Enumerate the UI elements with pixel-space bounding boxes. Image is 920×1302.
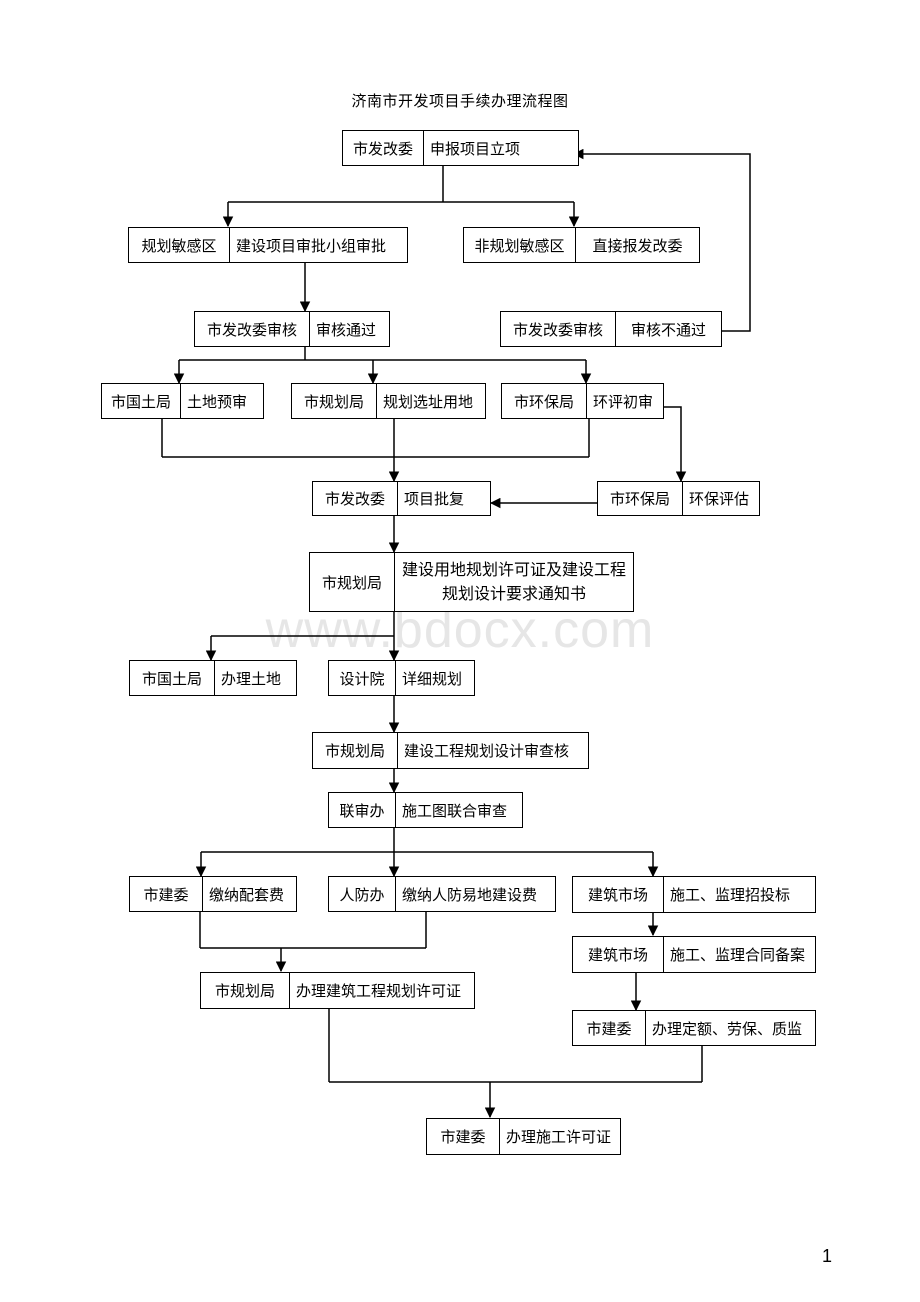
node-env-assessment: 市环保局 环保评估 bbox=[597, 481, 760, 516]
node-bidding: 建筑市场 施工、监理招投标 bbox=[572, 876, 816, 913]
node-org: 市发改委审核 bbox=[195, 312, 310, 346]
node-action: 环保评估 bbox=[689, 490, 750, 508]
node-org: 建筑市场 bbox=[573, 877, 664, 912]
node-action: 办理建筑工程规划许可证 bbox=[296, 982, 462, 1000]
connector-feedback bbox=[572, 148, 751, 332]
node-org: 市建委 bbox=[573, 1011, 646, 1045]
node-org: 规划敏感区 bbox=[129, 228, 230, 262]
node-action: 详细规划 bbox=[402, 669, 463, 688]
node-planning-sensitive: 规划敏感区 建设项目审批小组审批 bbox=[128, 227, 408, 263]
node-org: 市环保局 bbox=[598, 482, 683, 515]
page-title: 济南市开发项目手续办理流程图 bbox=[351, 92, 569, 110]
node-org: 市规划局 bbox=[313, 733, 398, 768]
node-detailed-planning: 设计院 详细规划 bbox=[328, 660, 475, 696]
node-action: 申报项目立项 bbox=[430, 139, 521, 158]
node-construction-permit: 市建委 办理施工许可证 bbox=[426, 1118, 621, 1155]
node-org: 市建委 bbox=[427, 1119, 500, 1154]
node-org: 设计院 bbox=[329, 661, 396, 695]
node-civil-defense-fee: 人防办 缴纳人防易地建设费 bbox=[328, 876, 556, 912]
page-number: 1 bbox=[821, 1246, 832, 1266]
node-action: 建设用地规划许可证及建设工程规划设计要求通知书 bbox=[401, 560, 626, 603]
node-site-selection: 市规划局 规划选址用地 bbox=[291, 383, 486, 419]
node-org: 市规划局 bbox=[201, 973, 290, 1008]
node-org: 市发改委审核 bbox=[501, 312, 616, 346]
node-action: 缴纳配套费 bbox=[209, 885, 285, 904]
node-org: 市环保局 bbox=[502, 384, 587, 418]
node-action: 施工、监理合同备案 bbox=[670, 946, 806, 964]
node-action: 施工图联合审查 bbox=[402, 801, 508, 820]
node-org: 市发改委 bbox=[313, 482, 398, 515]
node-org: 市发改委 bbox=[343, 131, 424, 165]
node-org: 市规划局 bbox=[292, 384, 377, 418]
node-org: 市国土局 bbox=[130, 661, 215, 695]
node-design-review: 市规划局 建设工程规划设计审查核 bbox=[312, 732, 589, 769]
node-action: 办理土地 bbox=[221, 669, 282, 688]
node-org: 市国土局 bbox=[102, 384, 181, 418]
node-action: 缴纳人防易地建设费 bbox=[402, 885, 538, 904]
node-action: 审核通过 bbox=[316, 320, 377, 339]
node-org: 建筑市场 bbox=[573, 937, 664, 972]
node-land-use-permit: 市规划局 建设用地规划许可证及建设工程规划设计要求通知书 bbox=[309, 552, 634, 612]
node-non-sensitive: 非规划敏感区 直接报发改委 bbox=[463, 227, 700, 263]
node-action: 办理定额、劳保、质监 bbox=[652, 1019, 803, 1038]
node-supporting-fee: 市建委 缴纳配套费 bbox=[129, 876, 297, 912]
node-joint-review: 联审办 施工图联合审查 bbox=[328, 792, 523, 828]
node-project-application: 市发改委 申报项目立项 bbox=[342, 130, 579, 166]
node-quota-labor-quality: 市建委 办理定额、劳保、质监 bbox=[572, 1010, 816, 1046]
node-action: 环评初审 bbox=[593, 392, 654, 411]
node-org: 市建委 bbox=[130, 877, 203, 911]
node-land-pre-review: 市国土局 土地预审 bbox=[101, 383, 264, 419]
node-action: 规划选址用地 bbox=[383, 392, 474, 411]
node-action: 建设工程规划设计审查核 bbox=[404, 742, 570, 760]
node-org: 人防办 bbox=[329, 877, 396, 911]
node-action: 审核不通过 bbox=[630, 320, 706, 339]
node-action: 直接报发改委 bbox=[592, 236, 683, 255]
node-action: 项目批复 bbox=[404, 490, 465, 508]
node-org: 联审办 bbox=[329, 793, 396, 827]
node-org: 市规划局 bbox=[310, 553, 395, 611]
node-land-processing: 市国土局 办理土地 bbox=[129, 660, 297, 696]
node-org: 非规划敏感区 bbox=[464, 228, 576, 262]
node-action: 土地预审 bbox=[187, 392, 248, 411]
node-project-approval: 市发改委 项目批复 bbox=[312, 481, 491, 516]
node-review-pass: 市发改委审核 审核通过 bbox=[194, 311, 390, 347]
node-building-permit: 市规划局 办理建筑工程规划许可证 bbox=[200, 972, 475, 1009]
connector-n8-n10 bbox=[664, 406, 687, 483]
node-action: 办理施工许可证 bbox=[506, 1128, 612, 1146]
node-eia-initial: 市环保局 环评初审 bbox=[501, 383, 664, 419]
node-action: 施工、监理招投标 bbox=[670, 886, 791, 904]
node-contract-filing: 建筑市场 施工、监理合同备案 bbox=[572, 936, 816, 973]
node-review-fail: 市发改委审核 审核不通过 bbox=[500, 311, 722, 347]
node-action: 建设项目审批小组审批 bbox=[236, 236, 387, 255]
